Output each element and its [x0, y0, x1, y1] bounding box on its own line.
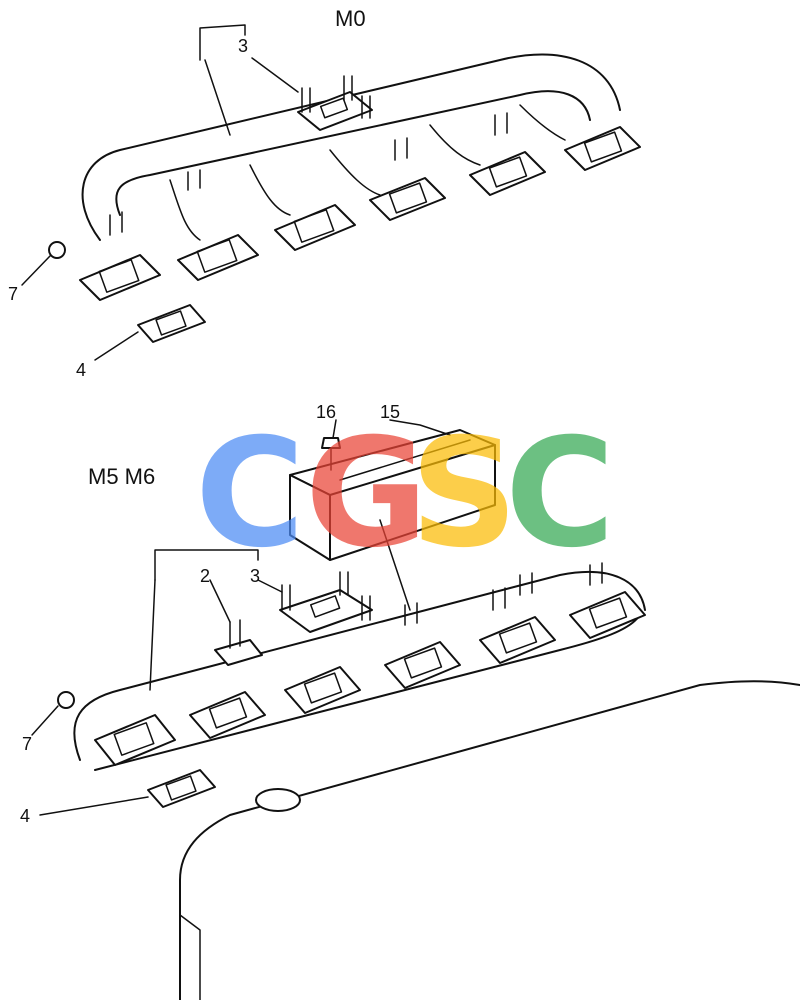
gasket-part-4: [147, 769, 216, 808]
exhaust-manifold-m5-m6: [31, 419, 646, 816]
watermark-letter: G: [305, 407, 428, 581]
manifold-flange: [369, 177, 446, 221]
callout-bot-7: 7: [22, 734, 32, 754]
watermark-letter: C: [505, 407, 615, 581]
callout-top-3: 3: [238, 36, 248, 56]
manifold-flange: [274, 204, 356, 251]
callout-bot-4: 4: [20, 806, 30, 826]
turbo-mounting-pad: [297, 75, 373, 131]
callout-bot-16: 16: [316, 402, 336, 422]
manifold-flange: [79, 254, 161, 301]
plug-part-7: [48, 241, 66, 259]
exhaust-manifold-m0: [21, 24, 641, 361]
bolt-part-16: [321, 437, 341, 471]
gasket-part-4: [137, 304, 206, 343]
watermark-letter: C: [195, 407, 305, 581]
callout-bot-2: 2: [200, 566, 210, 586]
manifold-flange: [569, 591, 646, 639]
turbo-mounting-pad: [279, 571, 373, 633]
manifold-flange: [479, 616, 556, 664]
manifold-flange: [469, 151, 546, 196]
engine-block-outline: [179, 680, 800, 1000]
section-label-m5-m6: M5 M6: [88, 464, 155, 489]
manifold-flange: [564, 126, 641, 171]
manifold-flange: [189, 691, 266, 739]
heat-shield-part-15: [289, 429, 496, 561]
callout-bot-3: 3: [250, 566, 260, 586]
callout-bot-15: 15: [380, 402, 400, 422]
plug-part-7: [57, 691, 75, 709]
manifold-flange: [284, 666, 361, 714]
watermark-letter: S: [410, 407, 518, 581]
manifold-flange: [177, 234, 259, 281]
section-label-m0: M0: [335, 6, 366, 31]
callout-top-4: 4: [76, 360, 86, 380]
stud-bracket-part-2: [214, 619, 263, 666]
manifold-flange: [94, 714, 176, 766]
watermark-logo: C G S C: [195, 407, 615, 581]
manifold-flange: [384, 641, 461, 689]
callout-top-7: 7: [8, 284, 18, 304]
